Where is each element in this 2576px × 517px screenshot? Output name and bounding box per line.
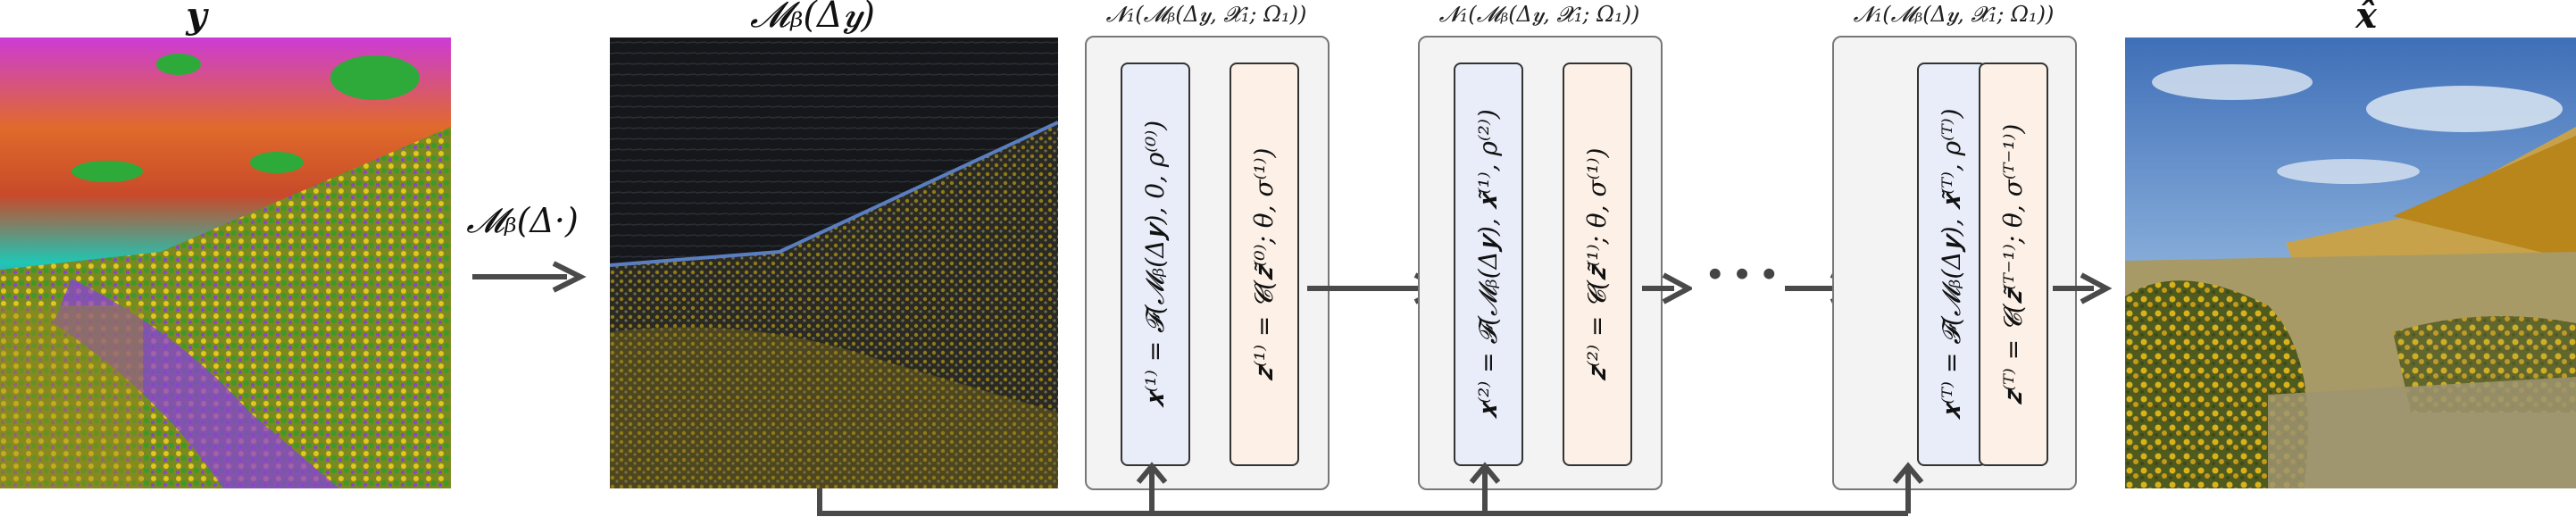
output-image-xhat [2125,38,2576,488]
blockT-z-update: 𝒛⁽ᵀ⁾ = 𝓒(𝒛̃⁽ᵀ⁻¹⁾; θ, σ⁽ᵀ⁻¹⁾) [1979,63,2048,466]
arrow-block2-to-dots [1642,272,1692,304]
blockT-title: 𝓝₁(𝓜ᵦ(Δ𝒚, 𝓧₁; Ω₁)) [1853,2,2055,27]
arrow-y-to-mb [472,261,587,293]
blockT-x-update: 𝒙⁽ᵀ⁾ = 𝓕(𝓜ᵦ(Δ𝒚), 𝒙̃⁽ᵀ⁾, ρ⁽ᵀ⁾) [1917,63,1987,466]
output-xhat-label: 𝒙̂ [2355,0,2377,37]
mb-delta-y-image [610,38,1058,488]
arrow-blockT-to-output [2053,272,2112,304]
block1-z-update: 𝒛⁽¹⁾ = 𝓒(𝒛̃⁽⁰⁾; θ, σ⁽¹⁾) [1230,63,1299,466]
network-block-T: 𝒙⁽ᵀ⁾ = 𝓕(𝓜ᵦ(Δ𝒚), 𝒙̃⁽ᵀ⁾, ρ⁽ᵀ⁾) 𝒛⁽ᵀ⁾ = 𝓒(𝒛… [1832,36,2077,490]
network-block-1: 𝒙⁽¹⁾ = 𝓕(𝓜ᵦ(Δ𝒚), 0, ρ⁽⁰⁾) 𝒛⁽¹⁾ = 𝓒(𝒛̃⁽⁰⁾… [1085,36,1330,490]
block2-title: 𝓝₁(𝓜ᵦ(Δ𝒚, 𝓧₁; Ω₁)) [1438,2,1640,27]
input-y-label: 𝒚 [186,0,207,37]
mb-delta-y-label: 𝓜ᵦ(Δ𝒚) [750,0,875,36]
mb-operator-label: 𝓜ᵦ(Δ·) [466,201,579,240]
block2-x-update: 𝒙⁽²⁾ = 𝓕(𝓜ᵦ(Δ𝒚), 𝒙̃⁽¹⁾, ρ⁽²⁾) [1454,63,1523,466]
ellipsis-dots: ··· [1705,241,1787,308]
block1-title: 𝓝₁(𝓜ᵦ(Δ𝒚, 𝓧₁; Ω₁)) [1105,2,1307,27]
input-image-y [0,38,451,488]
block1-x-update: 𝒙⁽¹⁾ = 𝓕(𝓜ᵦ(Δ𝒚), 0, ρ⁽⁰⁾) [1121,63,1190,466]
block2-z-update: 𝒛⁽²⁾ = 𝓒(𝒛̃⁽¹⁾; θ, σ⁽¹⁾) [1563,63,1632,466]
network-block-2: 𝒙⁽²⁾ = 𝓕(𝓜ᵦ(Δ𝒚), 𝒙̃⁽¹⁾, ρ⁽²⁾) 𝒛⁽²⁾ = 𝓒(𝒛… [1418,36,1663,490]
